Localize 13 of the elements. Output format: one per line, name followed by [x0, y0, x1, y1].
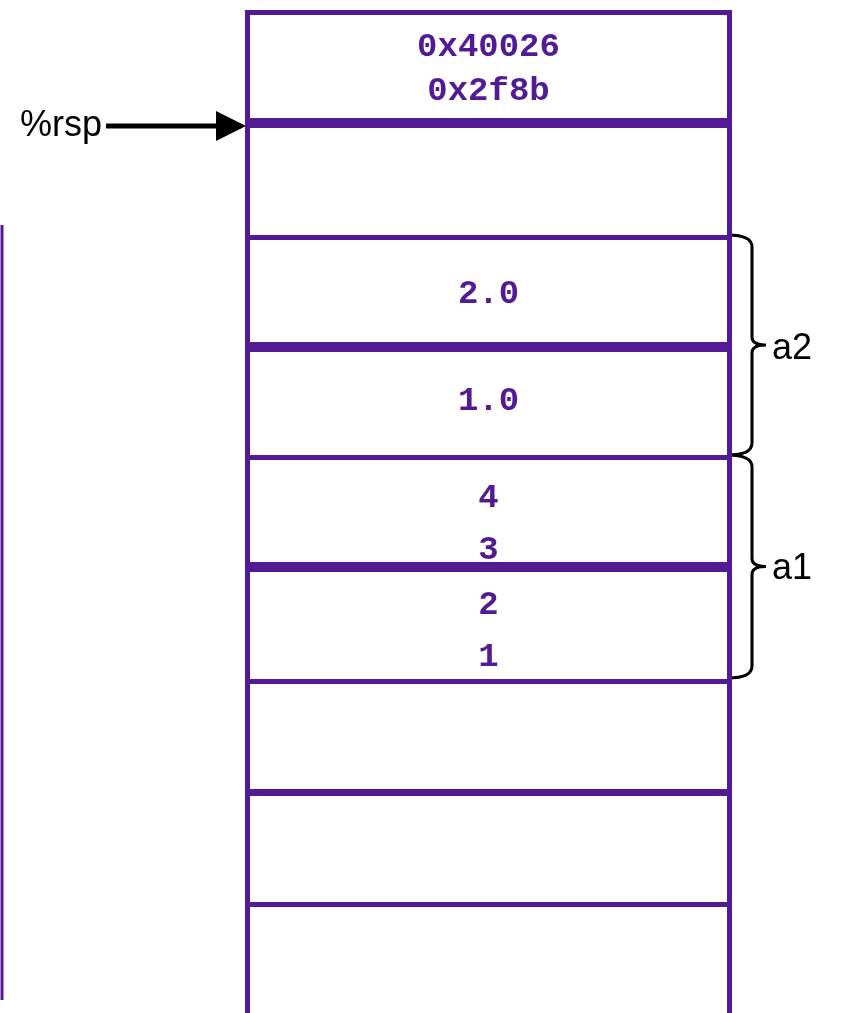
register-label: %rsp [20, 104, 103, 144]
slot-value: 1 [477, 637, 500, 677]
slot-value: 2 [477, 585, 500, 625]
slot-value: 3 [477, 530, 500, 570]
slot-value: 4 [477, 478, 500, 518]
brace-label: a2 [772, 327, 813, 367]
slot-value: 2.0 [456, 273, 521, 314]
pointer-arrow [106, 111, 246, 141]
address-value: 0x2f8b [426, 71, 551, 111]
address-value: 0x40026 [416, 27, 561, 67]
brace-label: a1 [772, 547, 813, 587]
stack-slot [245, 10, 732, 128]
slot-value: 1.0 [456, 381, 521, 421]
